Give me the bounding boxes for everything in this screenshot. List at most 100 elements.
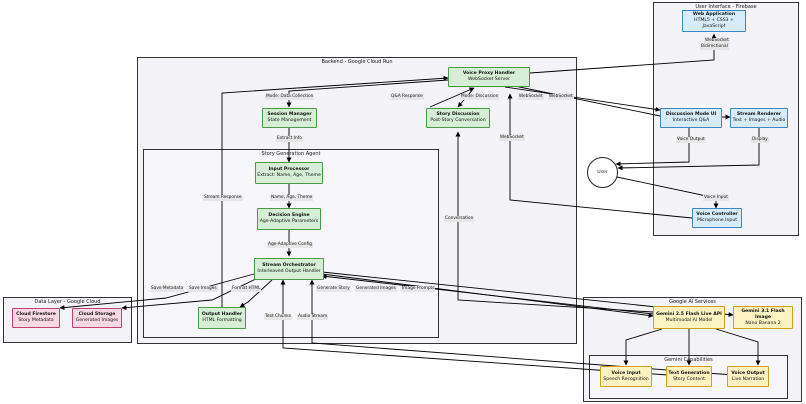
node-text-generation[interactable]: Text Generation Story Content (666, 366, 712, 387)
node-voice-output[interactable]: Voice Output Live Narration (727, 366, 769, 387)
node-voice-controller[interactable]: Voice Controller Microphone Input (692, 208, 742, 228)
node-user[interactable]: User (587, 157, 618, 188)
node-gemini-live-api[interactable]: Gemini 2.5 Flash Live API Multimodal AI … (653, 306, 725, 329)
edge-label-name-age-theme: Name, Age, Theme (270, 195, 314, 201)
node-voice-input[interactable]: Voice Input Speech Recognition (600, 366, 652, 387)
edge-voicectl-proxy (507, 93, 693, 219)
edge-label-voice-output: Voice Output (676, 137, 706, 143)
node-subtitle: WebSocket Server (468, 77, 510, 82)
edge-gemlive-vin (623, 328, 663, 366)
node-session-manager[interactable]: Session Manager State Management (262, 108, 317, 128)
edge-output-proxy (221, 75, 449, 307)
node-discussion-mode-ui[interactable]: Discussion Mode UI Interactive Q&A (660, 108, 722, 128)
edge-proxy-session (286, 79, 449, 108)
edge-gemlive-vout (715, 328, 761, 366)
node-subtitle: HTML5 + CSS3 + JavaScript (694, 18, 734, 29)
node-title: Voice Input (611, 370, 641, 376)
node-title: Voice Controller (696, 212, 738, 217)
edge-user-voicectl (616, 176, 719, 209)
node-subtitle: HTML Formatting (202, 318, 242, 323)
node-stream-orchestrator[interactable]: Stream Orchestrator Interleaved Output H… (254, 258, 324, 280)
edge-label-mode-discussion: Mode: Discussion (460, 94, 500, 100)
node-title: Output Handler (201, 312, 243, 317)
edge-orch-output (239, 279, 273, 308)
node-title: Cloud Storage (78, 312, 116, 317)
edge-label-generate-story: Generate Story (316, 286, 351, 292)
node-title: Voice Proxy Handler (462, 71, 516, 76)
node-decision-engine[interactable]: Decision Engine Age-Adaptive Parameters (257, 208, 321, 230)
node-subtitle: Story Metadata (18, 318, 54, 323)
edge-label-save-images: Save Images (188, 286, 218, 292)
node-title: Text Generation (668, 370, 710, 376)
edge-proxy-discui (504, 86, 661, 112)
node-subtitle: Multimodal AI Model (665, 317, 713, 323)
edge-label-image-prompts: Image Prompts (401, 286, 436, 292)
edge-label-websocket: WebSocket (704, 38, 730, 44)
node-subtitle: Live Narration (731, 376, 765, 382)
node-subtitle: Text + Images + Audio (732, 118, 786, 123)
edge-label-voice-input: Voice Input (703, 195, 729, 201)
node-title: Session Manager (267, 112, 312, 117)
node-story-discussion[interactable]: Story Discussion Post-Story Conversation (426, 108, 490, 128)
edge-tgen-orch (280, 279, 669, 376)
node-subtitle: Post-Story Conversation (430, 118, 486, 123)
node-title: Web Application (692, 12, 736, 17)
node-cloud-storage[interactable]: Cloud Storage Generated Images (72, 308, 122, 328)
edge-gemlive-orch (321, 274, 654, 315)
edge-label-generated-images: Generated Images (355, 286, 397, 292)
edge-gemlive-discussion (455, 131, 654, 313)
node-title: Voice Output (731, 370, 765, 376)
node-cloud-firestore[interactable]: Cloud Firestore Story Metadata (12, 308, 60, 328)
edge-label-format-html: Format HTML (231, 286, 262, 292)
cluster-title: Backend - Google Cloud Run (321, 59, 393, 65)
edge-label-text-chunks: Text Chunks (264, 314, 292, 320)
node-title: Stream Orchestrator (262, 263, 316, 268)
node-title: User (597, 169, 608, 175)
edge-discussion-proxy (429, 87, 475, 108)
edge-label-stream-response: Stream Response (203, 195, 243, 201)
edge-label-qa-response: Q&A Response (390, 94, 424, 100)
node-voice-proxy-handler[interactable]: Voice Proxy Handler WebSocket Server (448, 67, 530, 87)
node-stream-renderer[interactable]: Stream Renderer Text + Images + Audio (730, 108, 788, 128)
node-subtitle: Interleaved Output Handler (257, 269, 321, 274)
node-title: Story Discussion (436, 112, 480, 117)
edge-vout-orch (309, 279, 734, 376)
edge-discui-user (615, 128, 690, 167)
node-subtitle: Age-Adaptive Parameters (259, 219, 319, 224)
edge-label-bidirectional: Bidirectional (700, 44, 729, 50)
edge-discui-proxy (504, 82, 661, 117)
node-web-application[interactable]: Web Application HTML5 + CSS3 + JavaScrip… (682, 10, 746, 32)
cluster-title: Google AI Services (669, 299, 716, 305)
edge-orch-storage (121, 277, 259, 311)
node-input-processor[interactable]: Input Processor Extract: Name, Age, Them… (255, 162, 323, 184)
edge-label-age-adaptive-config: Age-Adaptive Config (267, 242, 313, 248)
node-title: Gemini 3.1 Flash Image (741, 308, 785, 320)
node-title: Decision Engine (268, 213, 310, 218)
node-title: Input Processor (268, 167, 310, 172)
edge-label-conversation: Conversation (444, 216, 475, 222)
node-title: Gemini 2.5 Flash Live API (656, 311, 722, 317)
node-title: Discussion Mode UI (665, 112, 717, 117)
node-subtitle: Story Content (673, 376, 705, 382)
cluster-title: Gemini Capabilities (664, 357, 713, 363)
cluster-title: Data Layer - Google Cloud (34, 299, 101, 305)
edge-label-mode-data-collection: Mode: Data Collection (265, 94, 315, 100)
node-subtitle: State Management (267, 118, 312, 123)
node-subtitle: Interactive Q&A (672, 118, 710, 123)
node-subtitle: Extract: Name, Age, Theme (257, 173, 321, 178)
node-title: Cloud Firestore (16, 312, 56, 317)
node-title: Stream Renderer (736, 112, 782, 117)
node-subtitle: Generated Images (75, 318, 119, 323)
edge-orch-firestore (59, 273, 255, 311)
edge-label-save-metadata: Save Metadata (150, 286, 185, 292)
edge-label-audio-stream: Audio Stream (297, 314, 329, 320)
edge-label-websocket-c: WebSocket (499, 135, 525, 141)
edge-label-display: Display (751, 137, 769, 143)
node-output-handler[interactable]: Output Handler HTML Formatting (198, 307, 246, 329)
cluster-title: Story Generation Agent (261, 151, 321, 157)
node-subtitle: Speech Recognition (603, 376, 649, 382)
node-gemini-flash-image[interactable]: Gemini 3.1 Flash Image Nano Banana 2 (733, 306, 793, 329)
node-subtitle: Microphone Input (696, 218, 738, 223)
edge-label-extract-info: Extract Info (276, 136, 303, 142)
